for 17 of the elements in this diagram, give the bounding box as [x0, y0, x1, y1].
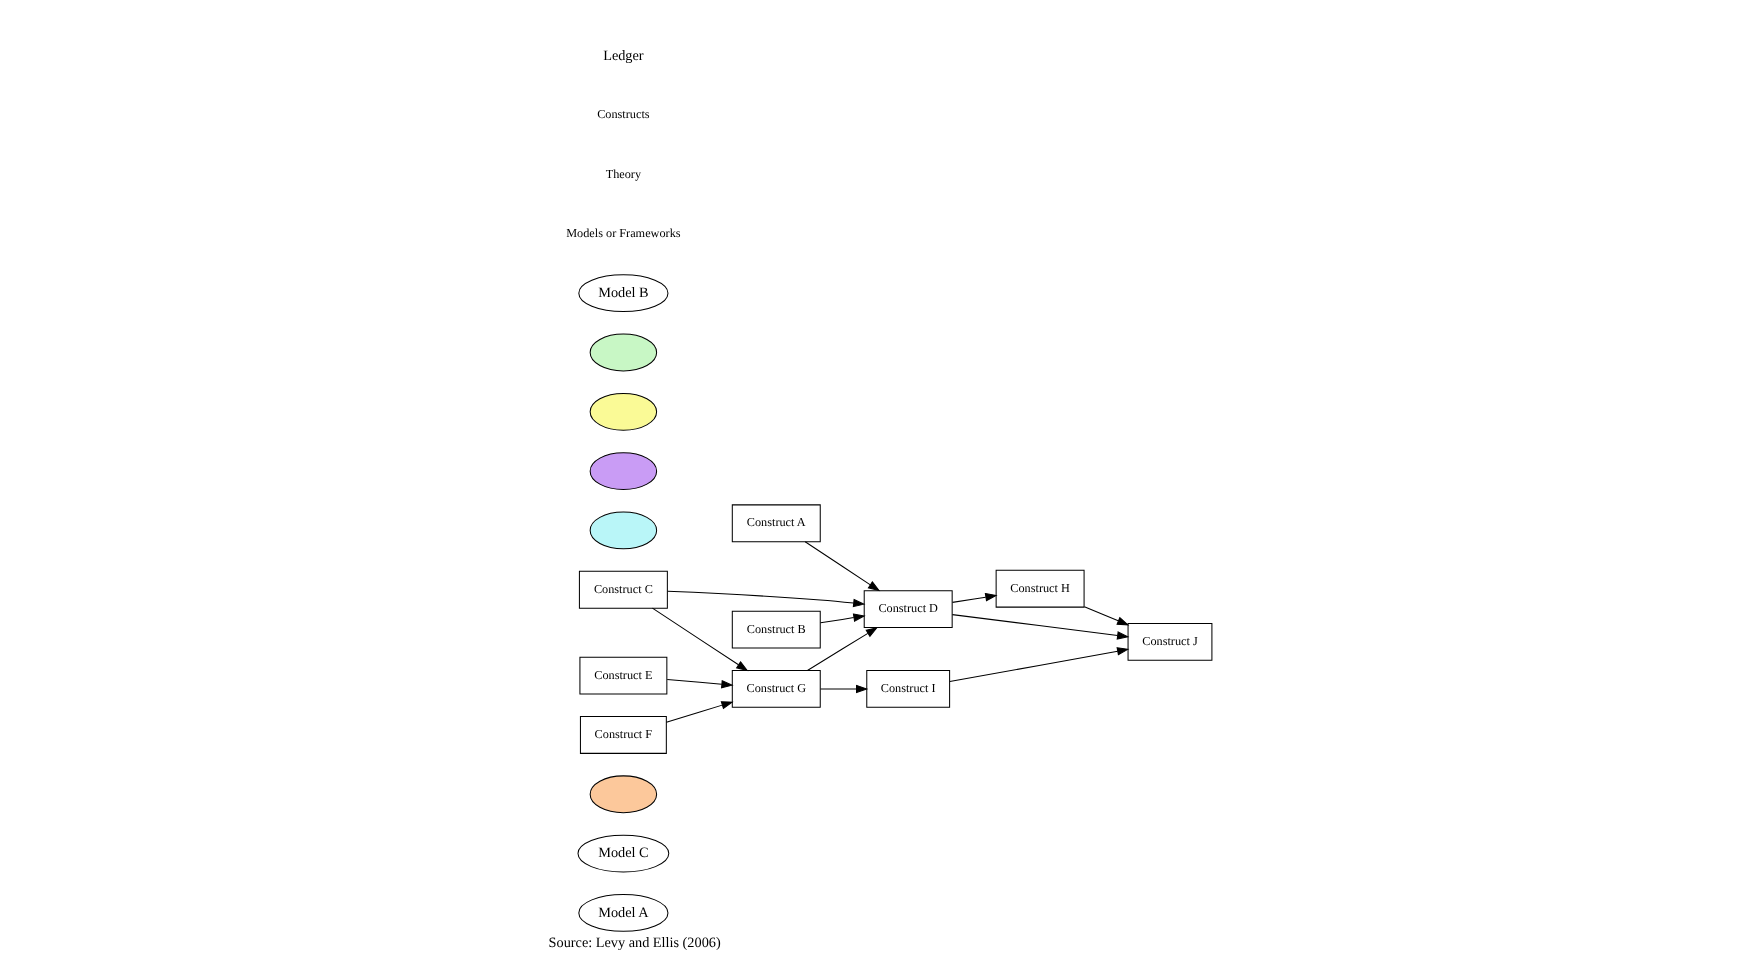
arrow — [949, 647, 1130, 683]
arrow — [665, 701, 734, 723]
arrow — [951, 614, 1130, 640]
node-cloud — [589, 392, 658, 431]
node-cloud — [589, 775, 658, 814]
arrow — [666, 678, 734, 689]
arrow — [1083, 606, 1130, 626]
arrow — [804, 541, 881, 592]
node-cloud — [589, 333, 658, 372]
node-cloud — [589, 511, 658, 550]
arrow — [806, 627, 879, 671]
node-cloud — [589, 452, 658, 491]
arrow — [820, 613, 866, 624]
arrow — [951, 592, 998, 603]
arrow — [651, 607, 749, 672]
arrow — [820, 684, 869, 694]
arrow — [667, 590, 866, 608]
